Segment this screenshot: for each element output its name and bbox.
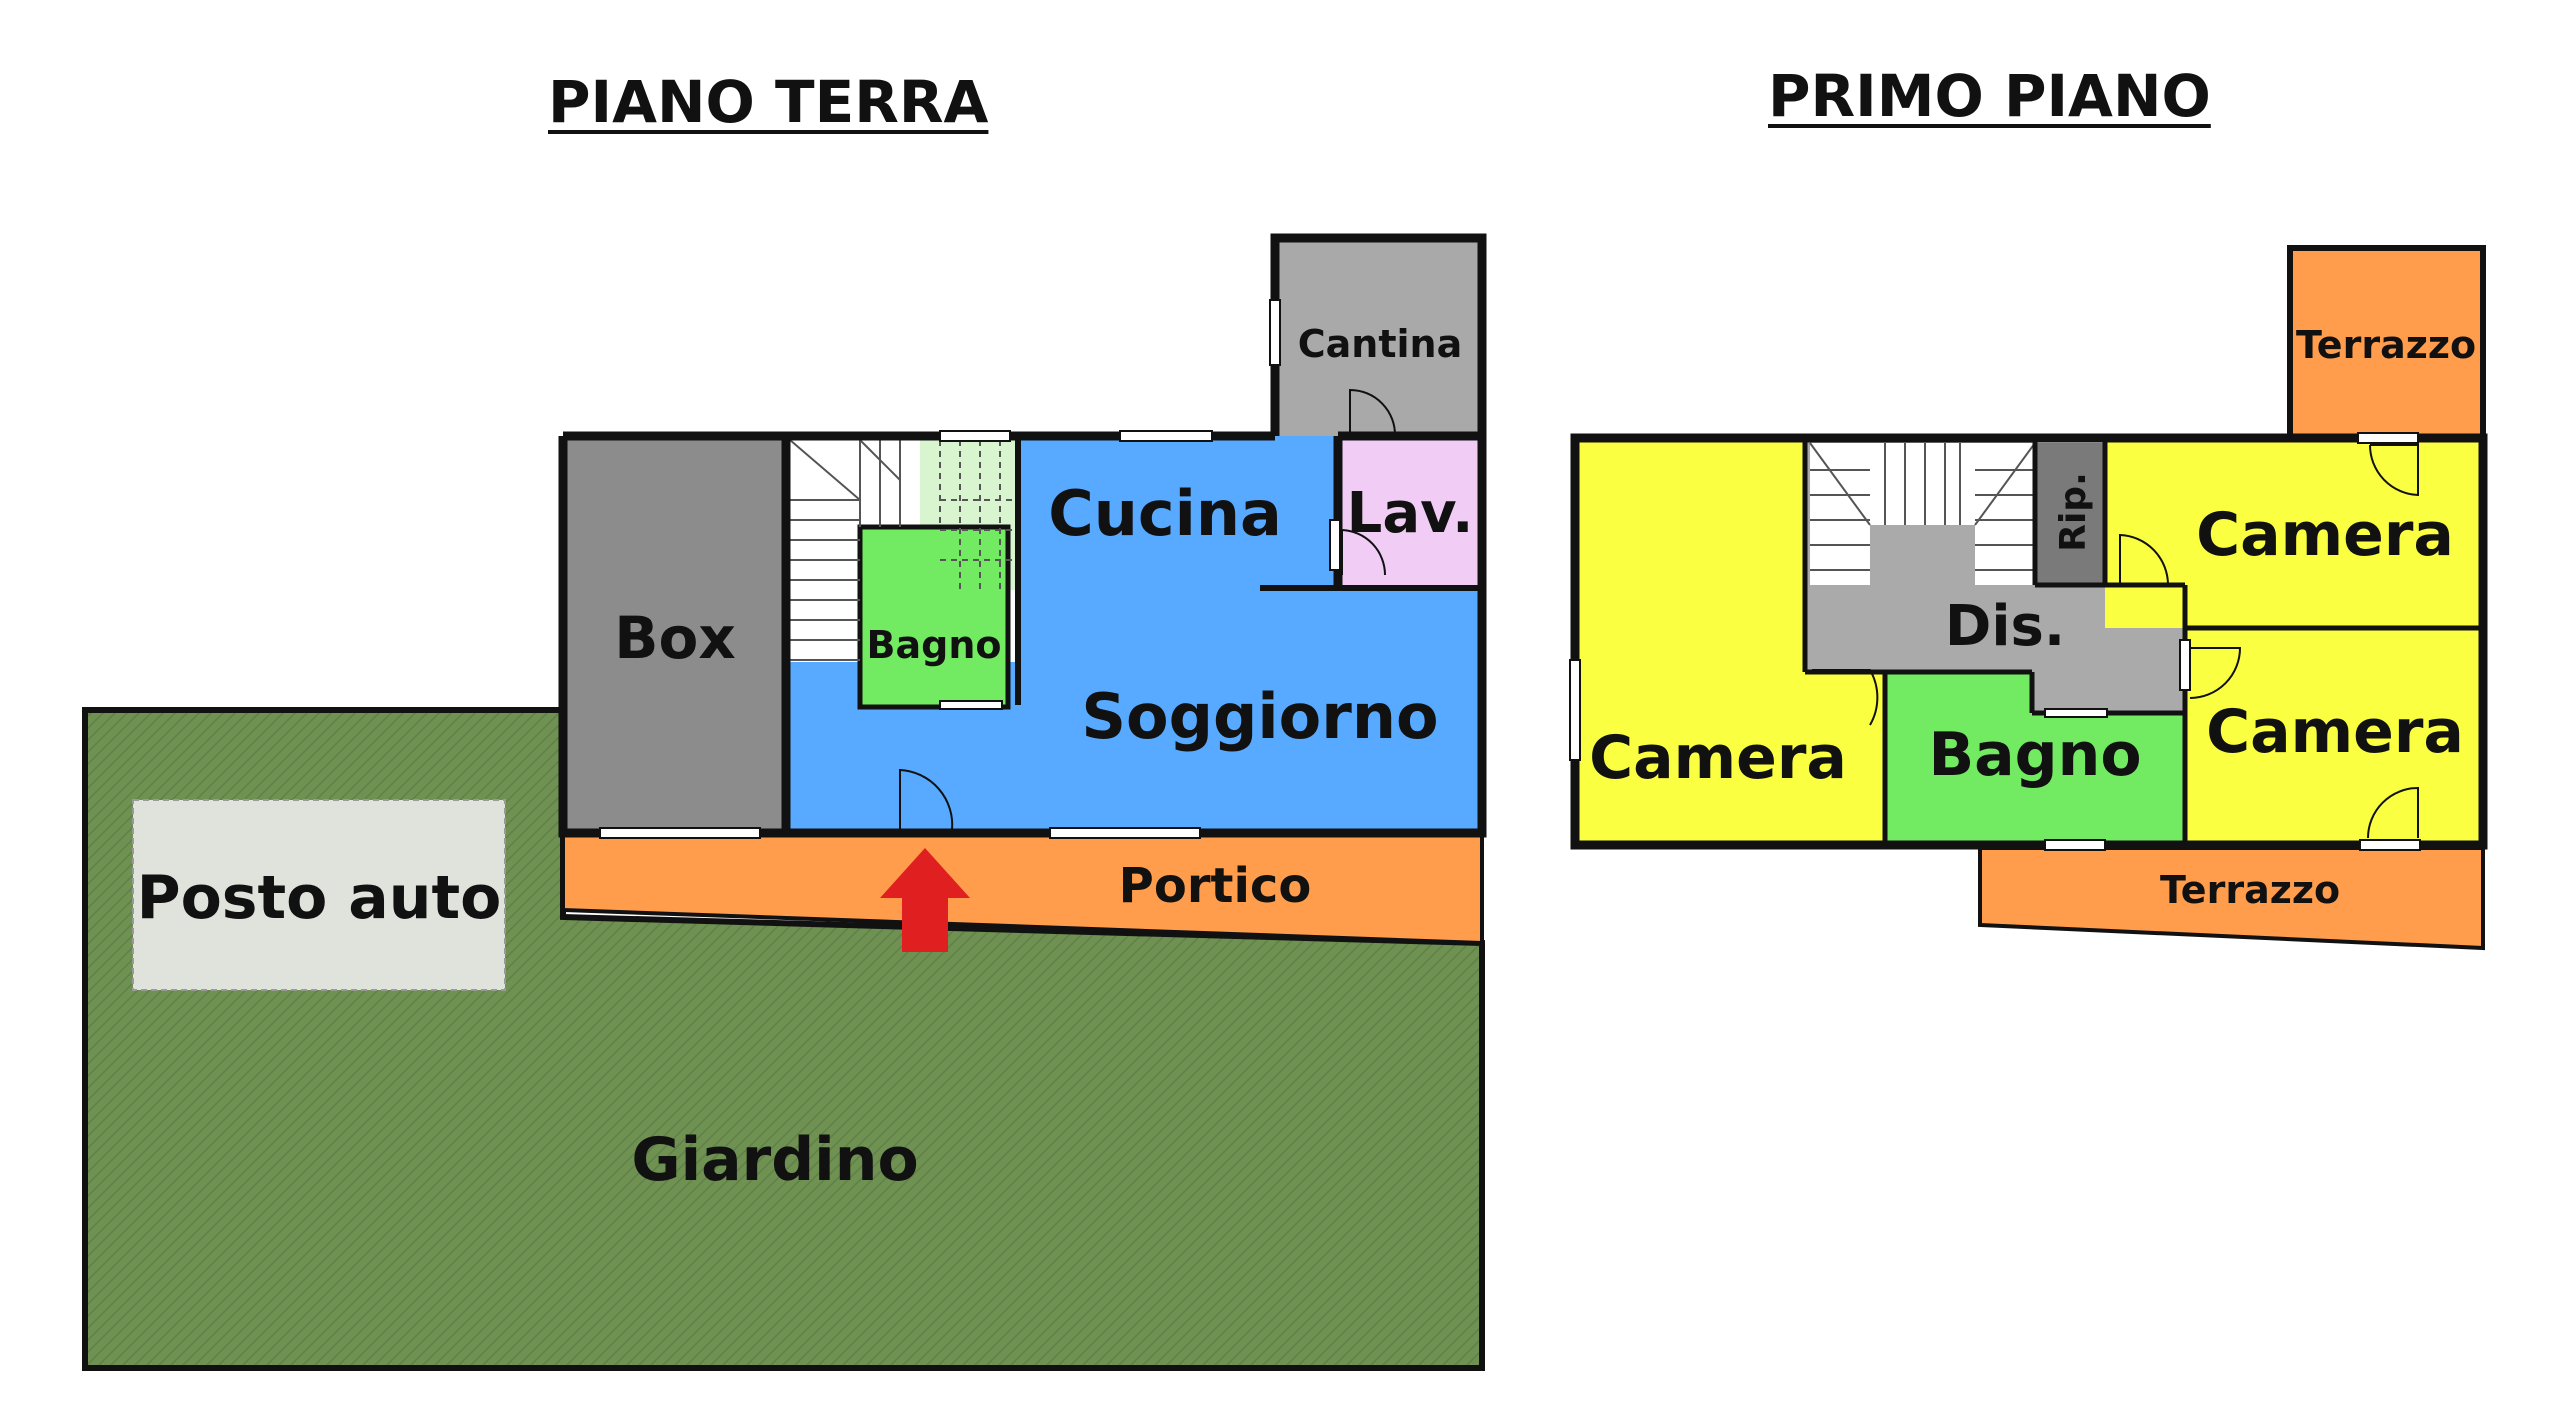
- parking-area: [132, 799, 506, 991]
- parking-label: Posto auto: [137, 863, 502, 933]
- ground-walls: [558, 233, 1487, 838]
- ground-doors: [899, 388, 1397, 831]
- garden-label: Giardino: [631, 1125, 918, 1195]
- ground-bath-room: [857, 524, 1011, 710]
- bedroom-top-right-label: Camera: [2196, 500, 2454, 570]
- ground-bath-label: Bagno: [867, 623, 1002, 667]
- living-label: Soggiorno: [1081, 680, 1438, 753]
- first-floor: Terrazzo Rip. Camera Dis. Camera Bagno C…: [1569, 245, 2488, 951]
- laundry-room: [1338, 436, 1482, 588]
- bottom-terrace-label: Terrazzo: [2160, 868, 2340, 912]
- entrance-arrow-icon: [880, 848, 970, 952]
- top-terrace-label: Terrazzo: [2296, 323, 2476, 367]
- laundry-label: Lav.: [1347, 481, 1474, 546]
- first-doors: [1812, 444, 2419, 839]
- cantina-room: [1275, 238, 1482, 436]
- storage-room: [2035, 443, 2105, 585]
- bedroom-top-right-room: [2105, 438, 2483, 628]
- bedroom-left-label: Camera: [1589, 723, 1847, 793]
- corridor-notch: [2032, 672, 2185, 713]
- porch-label: Portico: [1119, 858, 1312, 914]
- corridor-label: Dis.: [1945, 594, 2065, 659]
- ground-floor-title: PIANO TERRA: [548, 68, 989, 136]
- first-stairs-landing: [1870, 525, 1975, 585]
- first-walls: [1570, 433, 2488, 850]
- ground-floor: Cantina Lav. Cucina Box Bagno Soggiorno …: [82, 233, 1487, 1371]
- cantina-label: Cantina: [1298, 322, 1462, 366]
- bedroom-bottom-right-label: Camera: [2206, 697, 2464, 767]
- staircase-icon: [789, 439, 1018, 661]
- first-staircase-icon: [1809, 442, 2036, 571]
- bedroom-bottom-right-room: [2185, 628, 2483, 845]
- kitchen-label: Cucina: [1048, 477, 1282, 550]
- ground-windows: [599, 299, 1341, 839]
- box-room: [563, 436, 786, 833]
- first-floor-title: PRIMO PIANO: [1768, 62, 2211, 130]
- first-windows: [1569, 432, 2421, 851]
- storage-label: Rip.: [2053, 472, 2094, 552]
- first-bath-label: Bagno: [1928, 720, 2141, 790]
- box-label: Box: [614, 604, 735, 672]
